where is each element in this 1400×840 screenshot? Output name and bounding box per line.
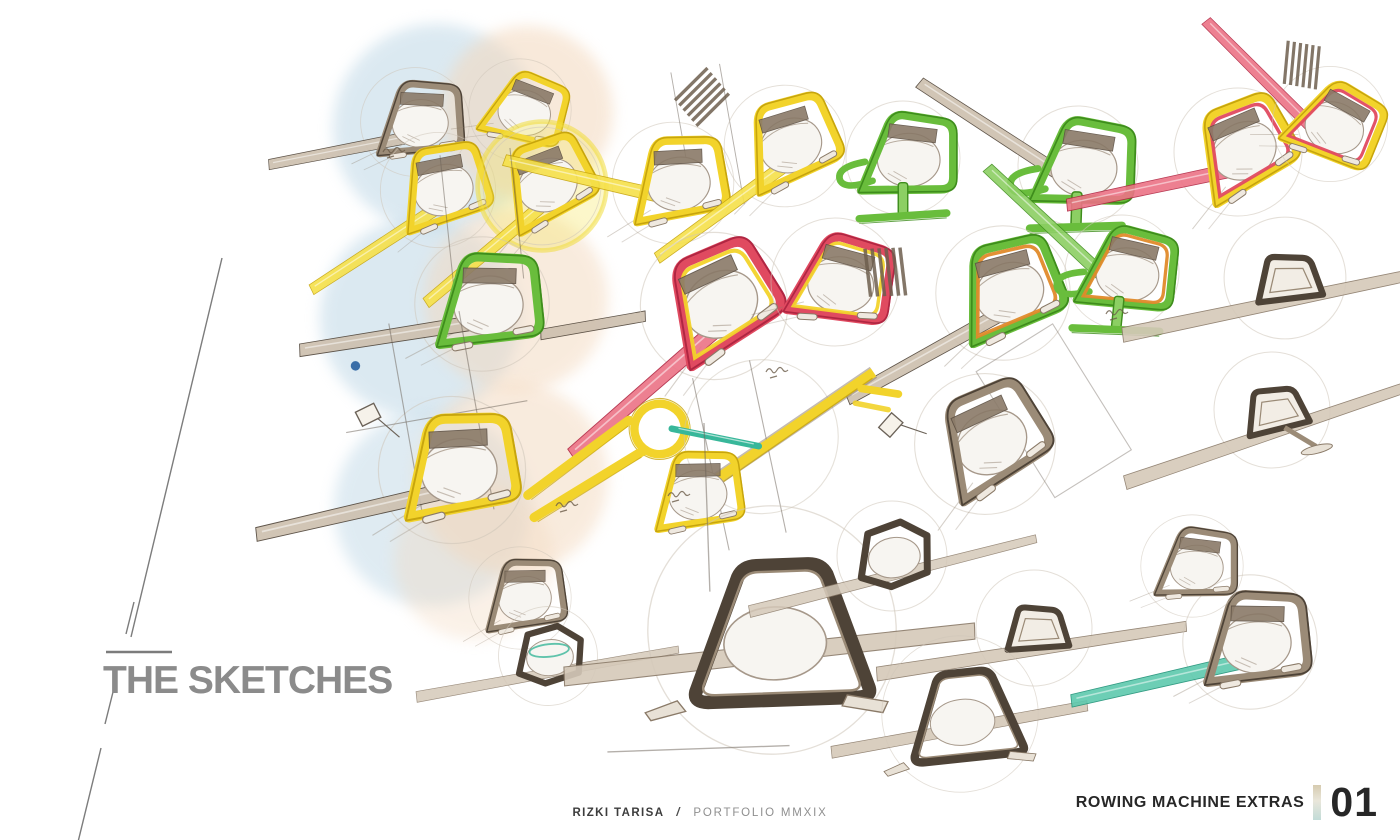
rowing-machine-sketch-fork: [523, 398, 691, 523]
rowing-machine-sketch-longrail: [1123, 351, 1400, 490]
rowing-machine-sketch-hex: [415, 606, 680, 706]
rowing-machine-sketch-full: [654, 359, 903, 551]
handwritten-scribble: [555, 500, 579, 513]
footer-credit: RIZKI TARISA / PORTFOLIO MMXIX: [0, 807, 1400, 819]
title-block: THE SKETCHES: [103, 659, 393, 702]
author-name: RIZKI TARISA: [572, 807, 665, 819]
credit-separator-slash: /: [676, 807, 682, 819]
handwritten-scribble: [382, 146, 406, 159]
rowing-machine-sketch-head: [751, 217, 908, 347]
rowing-machine-sketch-head: [1129, 514, 1244, 618]
decorative-line: [77, 747, 102, 840]
section-title: ROWING MACHINE EXTRAS: [1075, 793, 1305, 811]
rowing-machine-sketch-head: [462, 546, 572, 650]
rowing-machine-sketch-tstand: [836, 100, 961, 225]
rowing-machine-sketch-aframe: [563, 422, 976, 755]
handwritten-scribble: [667, 490, 691, 503]
rowing-machine-sketch-head: [844, 225, 1071, 406]
handwritten-scribble: [765, 366, 789, 379]
rowing-machine-sketch-head: [1066, 87, 1303, 230]
rowing-machine-sketch-aframe: [830, 635, 1089, 793]
rowing-machine-sketch-head: [567, 231, 789, 462]
rowing-machine-sketch-tstand: [915, 77, 1139, 234]
rowing-machine-sketch-longrail: [1121, 216, 1400, 343]
rowing-machine-sketch-head: [299, 147, 646, 372]
rowing-machine-sketch-head: [255, 311, 528, 545]
decorative-line: [104, 691, 114, 725]
page-number: 01: [1330, 779, 1378, 825]
rowing-machine-sketch-tstand: [982, 163, 1180, 337]
rowing-machine-sketch-longrail: [875, 569, 1188, 687]
section-footer: ROWING MACHINE EXTRAS 01: [1075, 779, 1378, 825]
rowing-machine-sketch-head: [308, 131, 497, 296]
handwritten-scribble: [1105, 308, 1129, 321]
rowing-machine-sketch-hex: [748, 500, 1038, 618]
rowing-machine-sketch-head: [1201, 17, 1389, 183]
decorative-line: [130, 257, 223, 638]
rowing-machine-sketch-head: [1070, 574, 1318, 710]
rowing-machine-sketch-head: [422, 119, 609, 309]
rowing-machine-sketch-head: [653, 84, 847, 264]
decorative-line: [125, 601, 135, 635]
page-title: THE SKETCHES: [103, 659, 393, 702]
page-number-divider: [1313, 785, 1322, 820]
portfolio-label: PORTFOLIO MMXIX: [693, 807, 828, 819]
rowing-machine-sketch-head: [877, 323, 1133, 531]
